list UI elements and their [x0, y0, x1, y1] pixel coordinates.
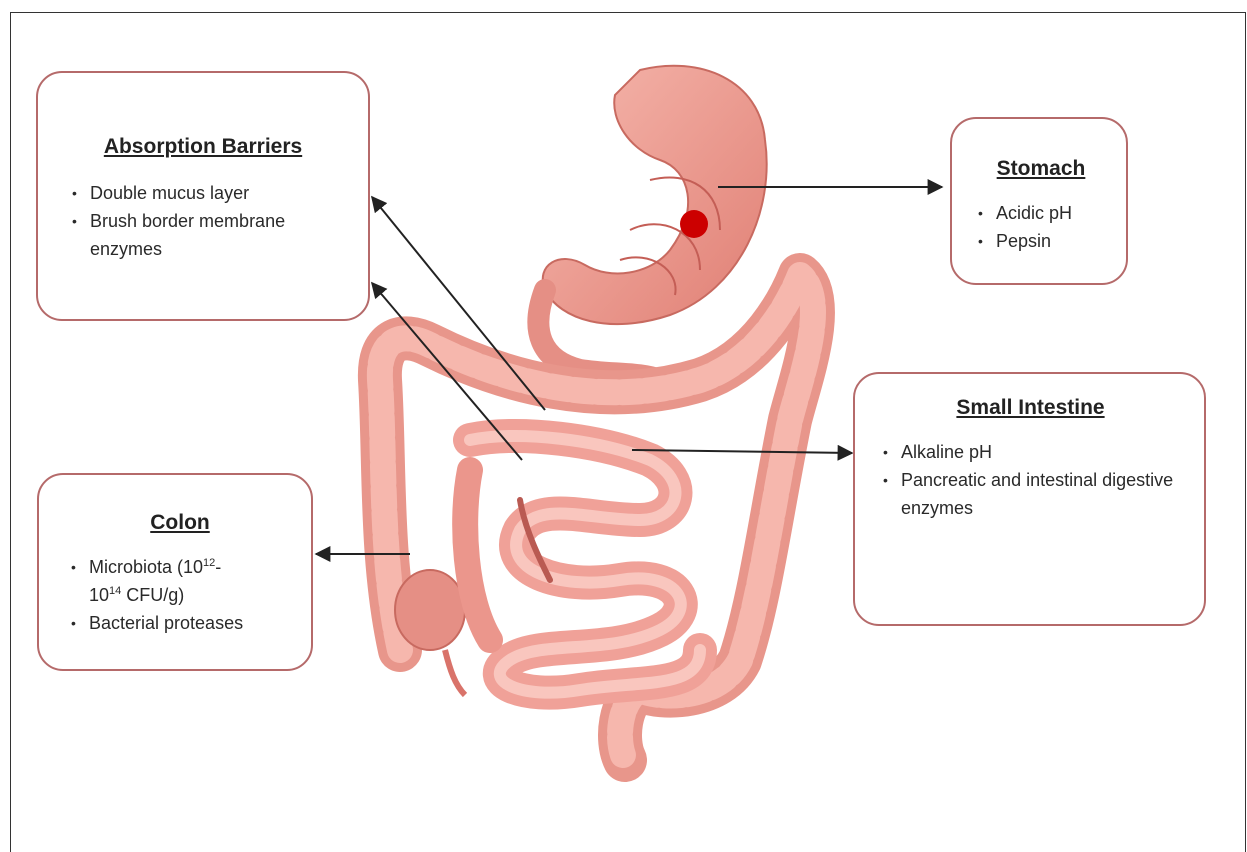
small-intestine-title: Small Intestine	[877, 396, 1184, 420]
stomach-list: Acidic pH Pepsin	[972, 199, 1110, 255]
colon-item-text: -	[215, 557, 221, 577]
colon-item-text: 10	[89, 585, 109, 605]
colon-list: Microbiota (1012- 1014 CFU/g) Bacterial p…	[65, 553, 295, 637]
list-item: Pepsin	[972, 227, 1110, 255]
colon-item-text: CFU/g)	[121, 585, 184, 605]
small-intestine-illustration	[465, 436, 700, 693]
stomach-box: Stomach Acidic pH Pepsin	[950, 117, 1128, 285]
small-intestine-box: Small Intestine Alkaline pH Pancreatic a…	[853, 372, 1206, 626]
marker-dot	[680, 210, 708, 238]
absorption-barriers-box: Absorption Barriers Double mucus layer B…	[36, 71, 370, 321]
absorption-barriers-list: Double mucus layer Brush border membrane…	[66, 179, 348, 263]
exponent: 14	[109, 585, 121, 597]
absorption-barriers-title: Absorption Barriers	[38, 135, 368, 159]
list-item: Double mucus layer	[66, 179, 348, 207]
list-item: Acidic pH	[972, 199, 1110, 227]
small-intestine-list: Alkaline pH Pancreatic and intestinal di…	[877, 438, 1184, 522]
list-item: Alkaline pH	[877, 438, 1184, 466]
list-item: Brush border membrane enzymes	[66, 207, 348, 263]
list-item: Microbiota (1012- 1014 CFU/g)	[65, 553, 295, 609]
stomach-illustration	[538, 66, 766, 380]
colon-item-text: Microbiota (10	[89, 557, 203, 577]
colon-title: Colon	[65, 511, 295, 535]
exponent: 12	[203, 557, 215, 569]
stomach-title: Stomach	[972, 157, 1110, 181]
list-item: Bacterial proteases	[65, 609, 295, 637]
colon-box: Colon Microbiota (1012- 1014 CFU/g) Bacte…	[37, 473, 313, 671]
list-item: Pancreatic and intestinal digestive enzy…	[877, 466, 1184, 522]
